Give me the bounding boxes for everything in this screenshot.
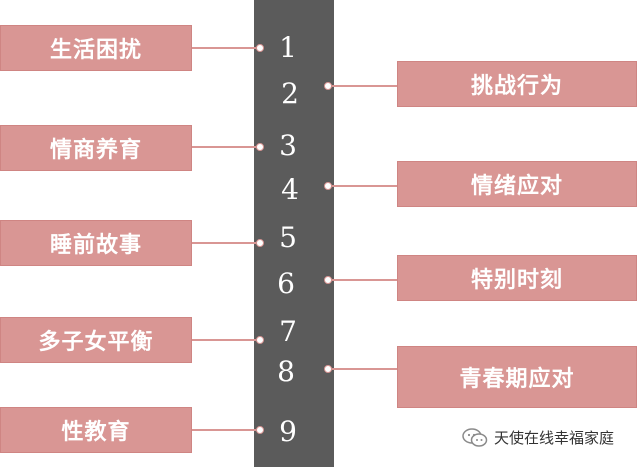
connector-line-6: [332, 279, 397, 281]
wechat-icon: [462, 427, 488, 448]
right-box-4: 情绪应对: [397, 161, 637, 207]
connector-dot-1: [256, 44, 264, 52]
left-label-9: 性教育: [61, 420, 131, 445]
number-5: 5: [279, 221, 297, 254]
connector-dot-7: [256, 336, 264, 344]
right-label-6: 特别时刻: [470, 268, 563, 293]
left-label-3: 情商养育: [49, 138, 142, 163]
right-label-8: 青春期应对: [459, 367, 575, 392]
connector-dot-9: [256, 426, 264, 434]
connector-line-1: [192, 47, 256, 49]
left-box-3: 情商养育: [0, 125, 192, 171]
connector-dot-4: [324, 182, 332, 190]
number-1: 1: [279, 31, 297, 64]
watermark-text: 天使在线幸福家庭: [494, 429, 615, 447]
connector-dot-2: [324, 82, 332, 90]
right-box-6: 特别时刻: [397, 255, 637, 301]
number-4: 4: [281, 173, 299, 206]
number-9: 9: [279, 415, 297, 448]
right-box-8: 青春期应对: [397, 346, 637, 408]
left-box-9: 性教育: [0, 407, 192, 453]
right-box-2: 挑战行为: [397, 61, 637, 107]
connector-dot-3: [256, 143, 264, 151]
right-label-2: 挑战行为: [470, 74, 563, 99]
center-spine: [254, 0, 334, 467]
connector-line-5: [192, 242, 256, 244]
left-box-7: 多子女平衡: [0, 317, 192, 363]
connector-line-2: [332, 85, 397, 87]
number-7: 7: [279, 315, 297, 348]
left-label-7: 多子女平衡: [38, 330, 154, 355]
connector-line-8: [332, 368, 397, 370]
connector-line-7: [192, 339, 256, 341]
number-6: 6: [277, 267, 295, 300]
connector-line-9: [192, 429, 256, 431]
connector-dot-6: [324, 276, 332, 284]
connector-dot-5: [256, 239, 264, 247]
number-2: 2: [281, 77, 299, 110]
connector-dot-8: [324, 365, 332, 373]
left-box-5: 睡前故事: [0, 220, 192, 266]
left-label-5: 睡前故事: [49, 233, 142, 258]
right-label-4: 情绪应对: [470, 174, 563, 199]
watermark: 天使在线幸福家庭: [462, 427, 614, 448]
connector-line-4: [332, 185, 397, 187]
left-box-1: 生活困扰: [0, 25, 192, 71]
number-8: 8: [277, 355, 295, 388]
connector-line-3: [192, 146, 256, 148]
number-3: 3: [279, 129, 297, 162]
left-label-1: 生活困扰: [49, 38, 142, 63]
